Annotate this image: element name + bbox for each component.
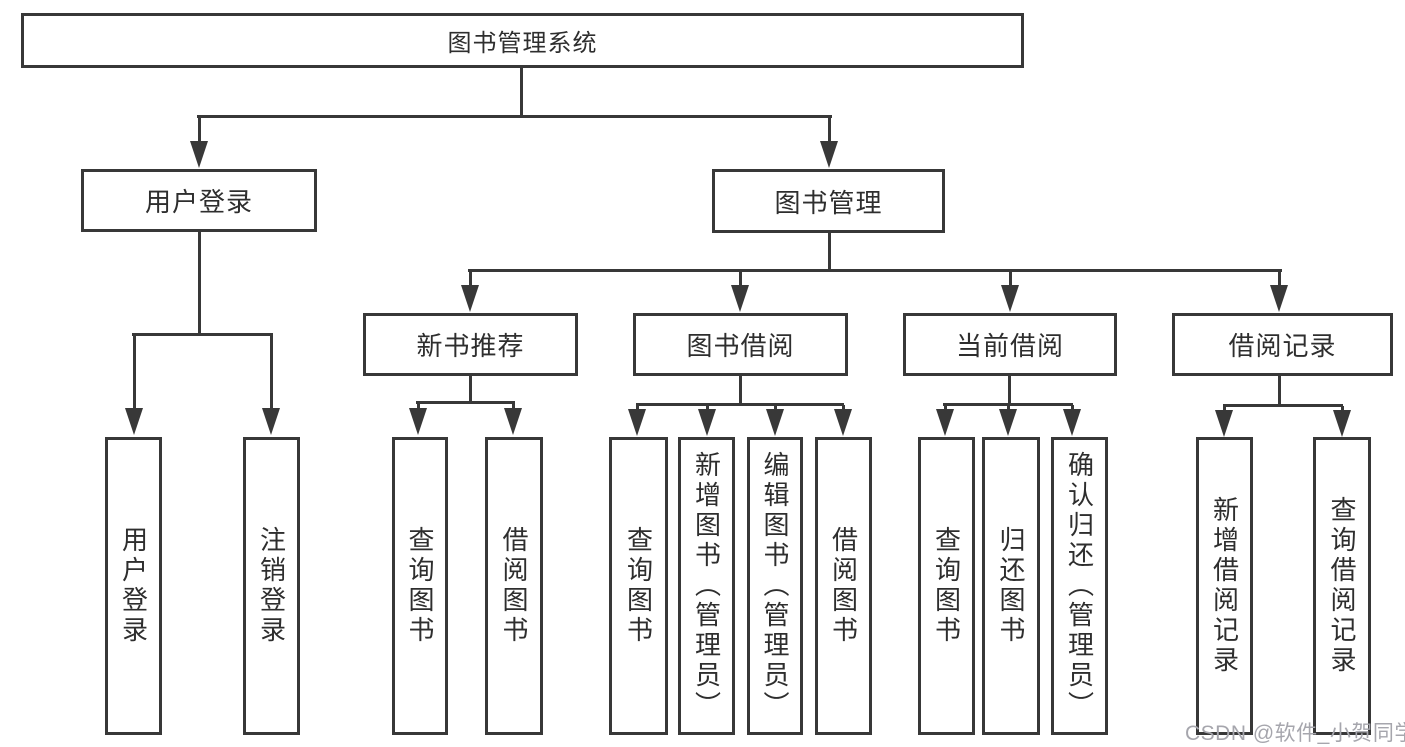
leaf-label: 新增借阅记录: [1209, 496, 1240, 676]
arrowhead-down-icon: [731, 285, 749, 312]
connector-line: [944, 405, 947, 411]
connector-line: [1341, 406, 1344, 412]
arrowhead-down-icon: [628, 409, 646, 436]
leaf-label: 归还图书: [996, 526, 1026, 646]
node-label: 图书管理: [774, 187, 883, 218]
node-label: 当前借阅: [955, 331, 1064, 361]
leaf-label: 编辑图书（管理员）: [760, 451, 790, 721]
arrowhead-down-icon: [766, 409, 784, 436]
connector-line: [1278, 271, 1281, 287]
connector-line: [198, 117, 201, 143]
leaf-query-book-current: 查询图书: [918, 437, 975, 735]
connector-line: [1223, 406, 1226, 412]
node-label: 图书借阅: [686, 331, 795, 361]
connector-line: [468, 269, 1282, 272]
connector-line: [198, 232, 201, 336]
node-book-management: 图书管理: [712, 169, 945, 233]
arrowhead-down-icon: [504, 408, 522, 435]
arrowhead-down-icon: [190, 141, 208, 168]
arrowhead-down-icon: [1270, 285, 1288, 312]
csdn-watermark: CSDN @软件_小贺同学: [1185, 722, 1405, 745]
arrowhead-down-icon: [409, 408, 427, 435]
leaf-edit-book-admin: 编辑图书（管理员）: [747, 437, 803, 735]
node-label: 新书推荐: [416, 331, 525, 361]
leaf-label: 注销登录: [256, 526, 287, 646]
arrowhead-down-icon: [125, 408, 143, 435]
connector-line: [1278, 376, 1281, 407]
node-book-borrow: 图书借阅: [633, 313, 848, 376]
leaf-user-login: 用户登录: [105, 437, 162, 735]
leaf-borrow-book-recommend: 借阅图书: [485, 437, 543, 735]
node-library-management-system: 图书管理系统: [21, 13, 1024, 68]
leaf-return-book: 归还图书: [982, 437, 1040, 735]
connector-line: [828, 117, 831, 143]
connector-line: [270, 335, 273, 410]
arrowhead-down-icon: [834, 409, 852, 436]
connector-line: [469, 271, 472, 287]
leaf-add-borrow-record: 新增借阅记录: [1196, 437, 1253, 735]
leaf-label: 查询图书: [931, 526, 962, 646]
arrowhead-down-icon: [1215, 410, 1233, 437]
arrowhead-down-icon: [936, 409, 954, 436]
arrowhead-down-icon: [262, 408, 280, 435]
leaf-label: 查询图书: [405, 526, 435, 646]
connector-line: [636, 403, 844, 406]
connector-line: [828, 233, 831, 272]
arrowhead-down-icon: [1001, 285, 1019, 312]
node-user-login: 用户登录: [81, 169, 317, 232]
connector-line: [842, 405, 845, 411]
connector-line: [132, 333, 273, 336]
connector-line: [706, 405, 709, 411]
connector-line: [1009, 271, 1012, 287]
leaf-label: 借阅图书: [828, 526, 859, 646]
leaf-label: 新增图书（管理员）: [691, 451, 722, 721]
connector-line: [197, 115, 832, 118]
node-borrow-records: 借阅记录: [1172, 313, 1393, 376]
arrowhead-down-icon: [820, 141, 838, 168]
leaf-confirm-return-admin: 确认归还（管理员）: [1051, 437, 1108, 735]
arrowhead-down-icon: [1333, 410, 1351, 437]
connector-line: [739, 376, 742, 406]
connector-line: [417, 403, 420, 410]
leaf-query-borrow-record: 查询借阅记录: [1313, 437, 1371, 735]
connector-line: [1223, 404, 1343, 407]
connector-line: [1071, 405, 1074, 411]
connector-line: [416, 401, 515, 404]
connector-line: [636, 405, 639, 411]
node-current-borrow: 当前借阅: [903, 313, 1117, 376]
leaf-borrow-book: 借阅图书: [815, 437, 872, 735]
leaf-label: 用户登录: [118, 526, 149, 646]
connector-line: [133, 335, 136, 410]
connector-line: [1007, 405, 1010, 411]
leaf-label: 查询图书: [623, 526, 654, 646]
node-label: 借阅记录: [1228, 331, 1337, 361]
leaf-query-book-recommend: 查询图书: [392, 437, 448, 735]
leaf-logout: 注销登录: [243, 437, 300, 735]
connector-line: [1008, 374, 1011, 406]
node-label: 图书管理系统: [447, 30, 598, 57]
connector-line: [943, 403, 1073, 406]
arrowhead-down-icon: [698, 409, 716, 436]
connector-line: [774, 405, 777, 411]
connector-line: [512, 403, 515, 410]
node-label: 用户登录: [144, 187, 253, 217]
leaf-label: 查询借阅记录: [1327, 496, 1357, 676]
arrowhead-down-icon: [1063, 409, 1081, 436]
connector-line: [739, 271, 742, 287]
arrowhead-down-icon: [461, 285, 479, 312]
leaf-add-book-admin: 新增图书（管理员）: [678, 437, 735, 735]
connector-line: [469, 376, 472, 404]
connector-line: [520, 68, 523, 118]
leaf-query-book-borrow: 查询图书: [609, 437, 668, 735]
leaf-label: 确认归还（管理员）: [1064, 451, 1095, 721]
arrowhead-down-icon: [999, 409, 1017, 436]
leaf-label: 借阅图书: [499, 526, 529, 646]
node-new-book-recommend: 新书推荐: [363, 313, 578, 376]
